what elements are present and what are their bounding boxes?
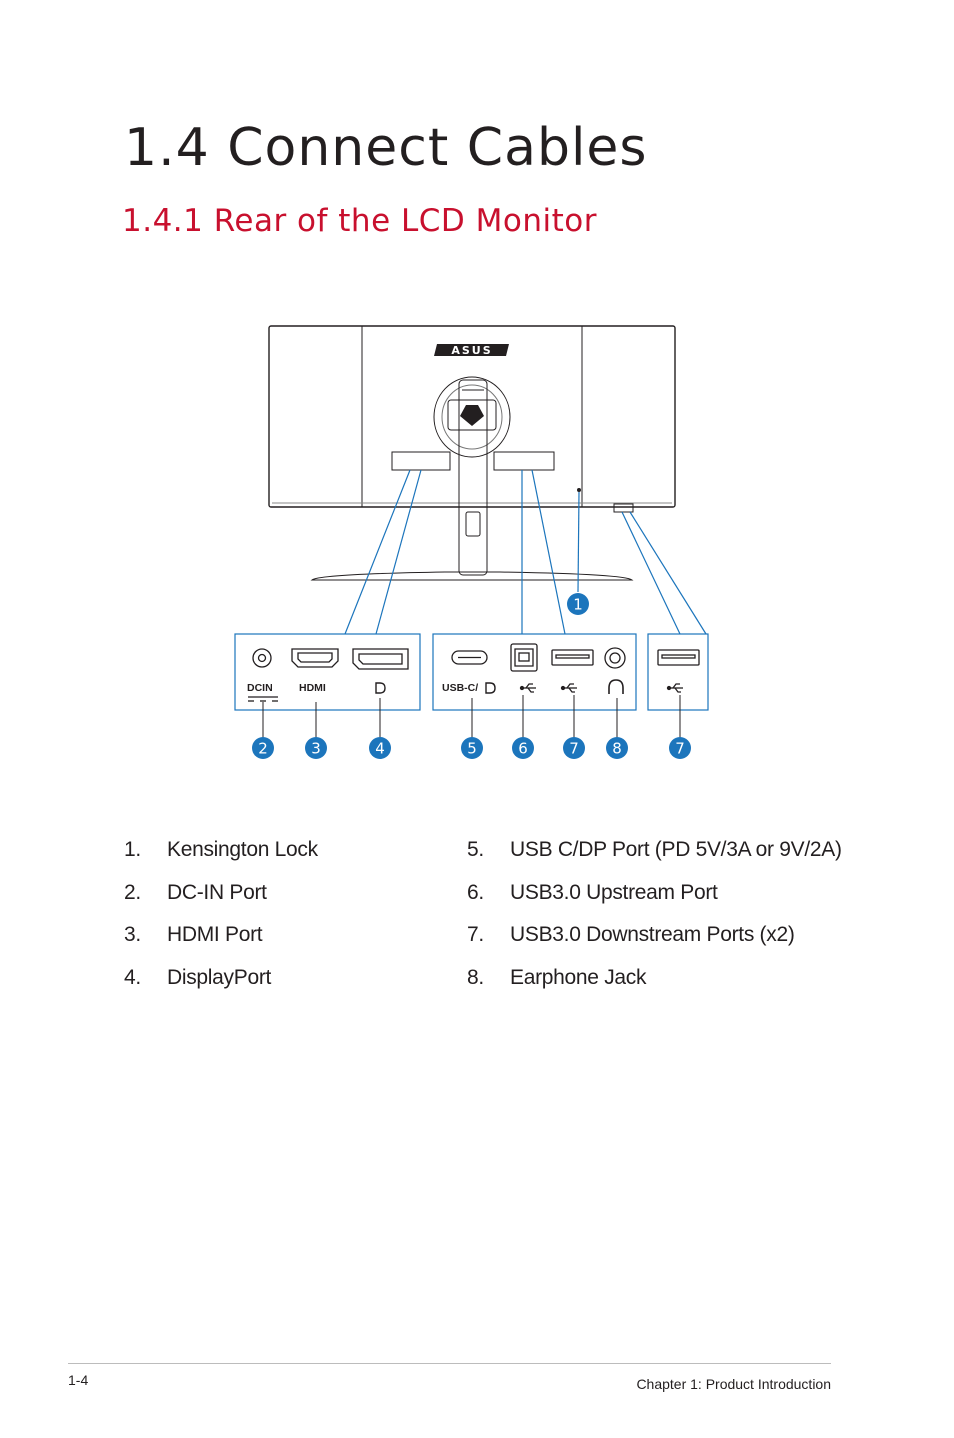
usb-c-label: USB-C/ [442, 682, 478, 694]
asus-logo: ASUS [434, 344, 509, 357]
callout-3: 3 [305, 737, 327, 759]
usb-symbol-icon [666, 683, 683, 693]
usb-b-port-icon [510, 643, 538, 672]
callout-6-label: 6 [518, 740, 528, 758]
hdmi-port-icon [291, 648, 339, 668]
legend-text: Kensington Lock [167, 838, 318, 861]
dp-logo-small-icon [485, 682, 496, 694]
dcin-label: DCIN [247, 682, 273, 694]
legend-list-left: 1. Kensington Lock 2. DC-IN Port 3. HDMI Po… [124, 838, 318, 1008]
legend-item: 4. DisplayPort [124, 966, 318, 1009]
legend-number: 1. [124, 838, 141, 861]
callout-7-side-label: 7 [675, 740, 685, 758]
callout-3-label: 3 [311, 740, 321, 758]
usb-a-port-icon [551, 649, 594, 666]
port-labels: DCIN HDMI USB-C/ [247, 682, 478, 694]
svg-text:ASUS: ASUS [451, 344, 492, 357]
legend-text: USB3.0 Downstream Ports (x2) [510, 923, 795, 946]
monitor-illustration: ASUS [268, 325, 676, 581]
legend-item: 6. USB3.0 Upstream Port [467, 881, 842, 924]
legend-item: 5. USB C/DP Port (PD 5V/3A or 9V/2A) [467, 838, 842, 881]
callout-2: 2 [252, 737, 274, 759]
callout-badges: 1 2 3 4 5 6 7 8 7 [252, 593, 691, 759]
legend-list-right: 5. USB C/DP Port (PD 5V/3A or 9V/2A) 6. US… [467, 838, 842, 1008]
earphone-jack-icon [604, 647, 626, 669]
page-title: 1.4 Connect Cables [124, 118, 648, 178]
usb-symbol-icon [519, 683, 536, 693]
legend-number: 3. [124, 923, 141, 946]
callout-6: 6 [512, 737, 534, 759]
callout-5: 5 [461, 737, 483, 759]
callout-4-label: 4 [375, 740, 385, 758]
headphones-icon [608, 679, 624, 694]
callout-7: 7 [563, 737, 585, 759]
legend-text: DC-IN Port [167, 880, 267, 904]
callout-7-label: 7 [569, 740, 579, 758]
callout-7-side: 7 [669, 737, 691, 759]
legend-text: HDMI Port [167, 923, 263, 946]
legend-number: 8. [467, 965, 484, 989]
section-subtitle: 1.4.1 Rear of the LCD Monitor [122, 203, 597, 239]
port-symbols [248, 679, 683, 702]
page-number: 1-4 [68, 1372, 89, 1388]
usb-a-port-side-icon [657, 649, 700, 666]
callout-leaders [262, 695, 681, 738]
legend-number: 2. [124, 880, 141, 904]
legend-number: 4. [124, 965, 141, 989]
port-panels [234, 633, 709, 711]
legend-item: 7. USB3.0 Downstream Ports (x2) [467, 923, 842, 966]
callout-8: 8 [606, 737, 628, 759]
footer-divider [68, 1363, 831, 1364]
legend-item: 2. DC-IN Port [124, 881, 318, 924]
dcin-port-icon [252, 648, 272, 668]
port-icons [252, 643, 700, 672]
legend-item: 8. Earphone Jack [467, 966, 842, 1009]
callout-4: 4 [369, 737, 391, 759]
legend-number: 6. [467, 880, 484, 904]
zoom-leader-lines [344, 469, 707, 635]
legend-item: 3. HDMI Port [124, 923, 318, 966]
usb-c-port-icon [451, 650, 488, 665]
legend-text: USB3.0 Upstream Port [510, 880, 718, 904]
usb-symbol-icon [560, 683, 577, 693]
callout-5-label: 5 [467, 740, 477, 758]
callout-1-label: 1 [573, 596, 583, 614]
legend-text: Earphone Jack [510, 965, 647, 989]
callout-2-label: 2 [258, 740, 268, 758]
legend-text: USB C/DP Port (PD 5V/3A or 9V/2A) [510, 838, 842, 861]
legend-item: 1. Kensington Lock [124, 838, 318, 881]
legend-number: 7. [467, 923, 484, 946]
hdmi-label: HDMI [299, 682, 326, 694]
dp-logo-icon [375, 682, 386, 694]
chapter-label: Chapter 1: Product Introduction [636, 1376, 831, 1392]
callout-1: 1 [567, 593, 589, 615]
legend-text: DisplayPort [167, 965, 272, 989]
legend-number: 5. [467, 838, 484, 861]
callout-8-label: 8 [612, 740, 622, 758]
displayport-icon [352, 648, 409, 670]
